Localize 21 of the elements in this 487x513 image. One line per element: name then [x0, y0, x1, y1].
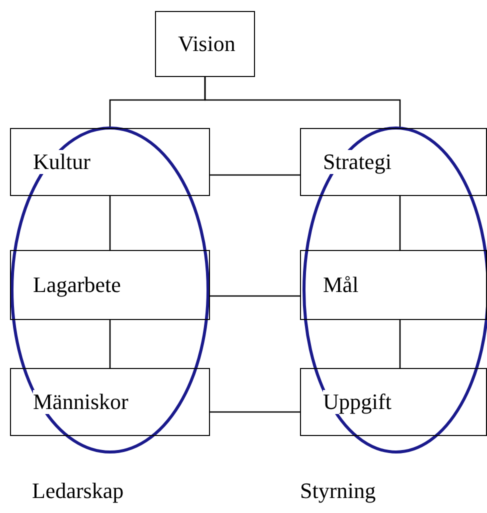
- connector-line: [204, 77, 401, 128]
- connector-line: [109, 320, 111, 368]
- connector-line: [210, 174, 300, 176]
- process-box: [10, 368, 210, 436]
- process-box: [10, 128, 210, 196]
- box-label: Uppgift: [323, 390, 392, 414]
- group-label: Styrning: [300, 478, 376, 504]
- box-label: Kultur: [33, 150, 90, 174]
- process-box: [300, 250, 487, 320]
- process-box: [155, 11, 255, 77]
- connector-line: [109, 196, 111, 250]
- box-label: Strategi: [323, 150, 392, 174]
- group-label: Ledarskap: [32, 478, 124, 504]
- connector-line: [399, 320, 401, 368]
- process-box: [10, 250, 210, 320]
- connector-line: [210, 411, 300, 413]
- connector-line: [210, 295, 300, 297]
- box-label: Människor: [33, 390, 128, 414]
- process-box: [300, 128, 487, 196]
- connector-line: [399, 196, 401, 250]
- process-box: [300, 368, 487, 436]
